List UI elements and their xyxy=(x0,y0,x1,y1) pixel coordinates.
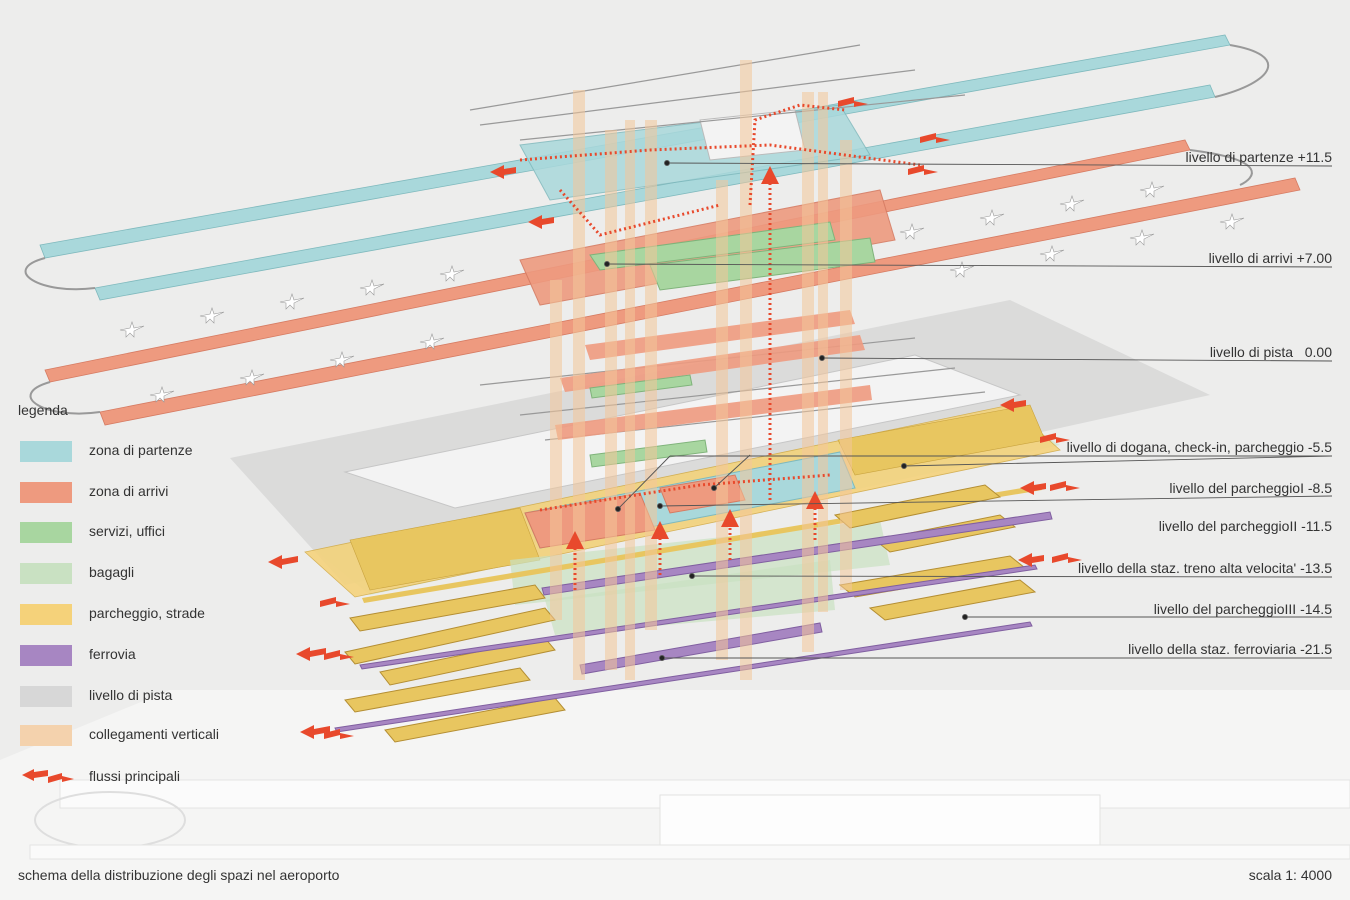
legend-swatch xyxy=(20,725,72,746)
level-label: livello del parcheggioI -8.5 xyxy=(1169,480,1332,496)
legend-label: zona di partenze xyxy=(89,442,193,458)
legend-swatch xyxy=(20,686,72,707)
main-flows xyxy=(519,103,921,590)
legend-label: zona di arrivi xyxy=(89,483,169,499)
scale-label: scala 1: 4000 xyxy=(1248,867,1332,883)
legend-swatch xyxy=(20,441,72,462)
legend-item-arrivi: zona di arrivi xyxy=(18,482,298,506)
lower-levels xyxy=(334,484,1053,743)
legend-label: bagagli xyxy=(89,564,135,580)
legend-item-collegamenti: collegamenti verticali xyxy=(18,725,298,749)
legend-label: servizi, uffici xyxy=(89,523,165,539)
legend-label: parcheggio, strade xyxy=(89,605,205,621)
legend-item-flussi: flussi principali xyxy=(18,767,298,791)
legend-item-bagagli: bagagli xyxy=(18,563,298,587)
checkin-level xyxy=(304,404,1061,598)
legend-item-ferrovia: ferrovia xyxy=(18,645,298,669)
flow-arrows xyxy=(268,97,1082,739)
level-label: livello di arrivi +7.00 xyxy=(1208,250,1332,266)
level-label: livello della staz. treno alta velocita'… xyxy=(1077,560,1332,576)
legend-swatch xyxy=(20,645,72,666)
legend-swatch xyxy=(20,604,72,625)
vertical-connections xyxy=(550,60,852,680)
legend-item-parcheggio: parcheggio, strade xyxy=(18,604,298,628)
legend-label: collegamenti verticali xyxy=(89,726,219,742)
flow-arrows-icon xyxy=(20,767,76,794)
level-label: livello della staz. ferroviaria -21.5 xyxy=(1128,641,1332,657)
level-label: livello di pista 0.00 xyxy=(1209,344,1332,360)
legend-label: livello di pista xyxy=(89,687,173,703)
level-label: livello di dogana, check-in, parcheggio … xyxy=(1066,439,1332,455)
legend-label: ferrovia xyxy=(89,646,136,662)
legend-title: legenda xyxy=(18,402,68,418)
level-label: livello del parcheggioIII -14.5 xyxy=(1153,601,1332,617)
ground-plan xyxy=(0,690,1350,900)
aircraft-stands xyxy=(119,181,1245,403)
diagram-caption: schema della distribuzione degli spazi n… xyxy=(18,867,340,883)
legend-swatch xyxy=(20,522,72,543)
level-label: livello del parcheggioII -11.5 xyxy=(1158,518,1332,534)
legend-swatch xyxy=(20,482,72,503)
leader-lines xyxy=(604,160,1333,661)
legend-item-partenze: zona di partenze xyxy=(18,441,298,465)
level-label: livello di partenze +11.5 xyxy=(1185,149,1332,165)
legend-item-servizi: servizi, uffici xyxy=(18,522,298,546)
legend-swatch xyxy=(20,563,72,584)
legend-item-pista: livello di pista xyxy=(18,686,298,710)
legend-label: flussi principali xyxy=(89,768,181,784)
